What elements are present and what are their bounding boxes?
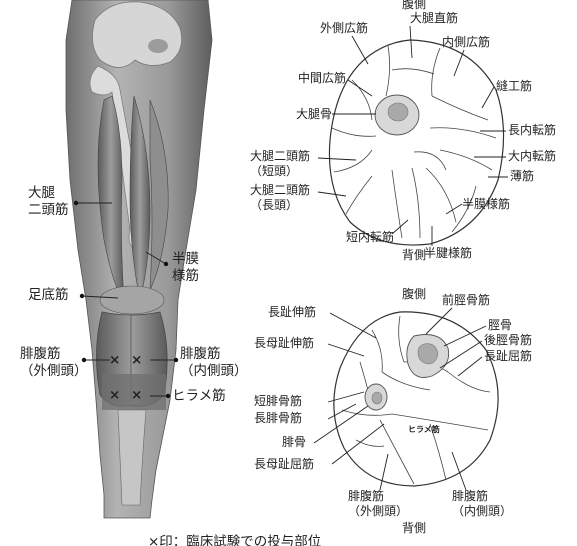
- calf-bottom-label: 背側: [402, 521, 426, 535]
- label-biceps-femoris: 大腿 二頭筋: [28, 185, 69, 218]
- label-line: （短頭）: [250, 164, 298, 178]
- label-flex-hallucis-longus: 長母趾屈筋: [254, 456, 314, 471]
- fibula-marrow: [372, 392, 382, 404]
- label-flex-digitorum-longus: 長趾屈筋: [484, 348, 532, 363]
- label-line: 二頭筋: [28, 201, 69, 218]
- label-gastro-medial: 腓腹筋 （内側頭）: [452, 488, 512, 518]
- figure-caption: ×印：臨床試験での投与部位: [148, 534, 321, 546]
- label-tibialis-posterior: 後脛骨筋: [484, 332, 532, 347]
- label-line: 様筋: [172, 267, 199, 284]
- label-gastro-lateral: 腓腹筋 （外側頭）: [348, 488, 408, 518]
- knee-region: [100, 286, 164, 314]
- injection-marker: ×: [109, 387, 120, 403]
- injection-marker: ×: [109, 352, 120, 368]
- label-vastus-lateralis: 外側広筋: [320, 20, 368, 35]
- calf-top-label: 腹側: [402, 287, 426, 301]
- injection-marker: ×: [131, 352, 142, 368]
- label-line: （外側頭）: [20, 363, 88, 379]
- label-biceps-long: 大腿二頭筋 （長頭）: [250, 182, 314, 212]
- label-rectus-femoris: 大腿直筋: [410, 10, 458, 25]
- thigh-outline: [329, 40, 503, 245]
- label-adductor-magnus: 大内転筋: [508, 148, 556, 163]
- label-tibia: 脛骨: [488, 318, 512, 332]
- label-line: （内側頭）: [180, 363, 248, 379]
- tibia-marrow: [418, 344, 438, 364]
- label-adductor-brevis: 短内転筋: [346, 229, 394, 244]
- label-gracilis: 薄筋: [510, 168, 534, 183]
- label-line: （外側頭）: [348, 504, 408, 518]
- thigh-top-label: 腹側: [402, 0, 426, 11]
- label-ext-digitorum-longus: 長趾伸筋: [268, 304, 316, 319]
- label-plantaris: 足底筋: [28, 286, 69, 303]
- pelvis-foramen: [148, 39, 168, 53]
- injection-marker: ×: [131, 387, 142, 403]
- label-peroneus-brevis: 短腓骨筋: [254, 393, 302, 408]
- label-adductor-longus: 長内転筋: [508, 122, 556, 137]
- label-biceps-short: 大腿二頭筋 （短頭）: [250, 148, 314, 178]
- label-peroneus-longus: 長腓骨筋: [254, 410, 302, 425]
- label-semimembranosus-section: 半膜様筋: [462, 196, 510, 211]
- label-sartorius: 縫工筋: [496, 78, 532, 93]
- label-tibialis-anterior: 前脛骨筋: [442, 292, 490, 307]
- label-fibula: 腓骨: [282, 434, 306, 449]
- label-line: （長頭）: [250, 198, 298, 212]
- femur-marrow: [388, 103, 408, 121]
- thigh-bottom-label: 背側: [402, 248, 426, 262]
- label-femur: 大腿骨: [296, 107, 332, 121]
- label-gastrocnemius-medial: 腓腹筋 （内側頭）: [180, 345, 248, 379]
- label-vastus-intermedius: 中間広筋: [298, 70, 346, 85]
- label-line: （内側頭）: [452, 504, 512, 518]
- label-ext-hallucis-longus: 長母趾伸筋: [254, 335, 314, 350]
- label-line: 大腿: [28, 185, 55, 201]
- label-semimembranosus: 半膜 様筋: [172, 251, 203, 284]
- label-vastus-medialis: 内側広筋: [442, 34, 490, 49]
- label-soleus-inner: ヒラメ筋: [408, 424, 440, 434]
- label-semitendinosus: 半腱様筋: [424, 245, 472, 260]
- label-soleus: ヒラメ筋: [172, 387, 226, 404]
- label-gastrocnemius-lateral: 腓腹筋 （外側頭）: [20, 345, 88, 379]
